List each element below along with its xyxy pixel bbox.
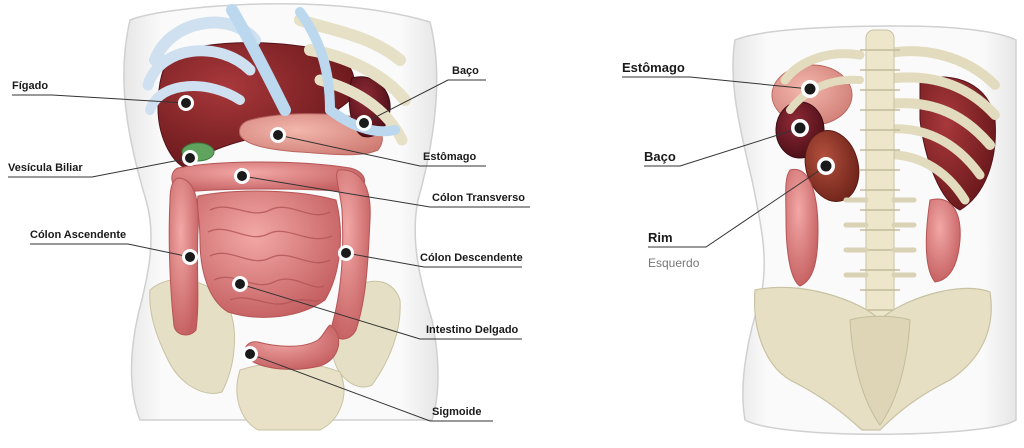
front-transverse-colon <box>172 162 365 192</box>
marker-spleen <box>356 115 372 131</box>
marker-gallbladder <box>182 150 198 166</box>
marker-small-intestine <box>232 276 248 292</box>
label-back-rim-sub: Esquerdo <box>648 256 699 270</box>
label-vesicula-biliar: Vesícula Biliar <box>8 162 83 174</box>
label-figado: Fígado <box>12 80 48 92</box>
marker-back-stomach <box>801 80 819 98</box>
front-sacrum <box>237 363 344 430</box>
label-colon-ascendente: Cólon Ascendente <box>30 229 126 241</box>
label-colon-descendente: Cólon Descendente <box>420 252 523 264</box>
label-intestino-delgado: Intestino Delgado <box>426 324 518 336</box>
marker-liver <box>178 95 194 111</box>
label-colon-transverso: Cólon Transverso <box>432 192 525 204</box>
marker-ascending-colon <box>182 249 198 265</box>
label-back-rim: Rim <box>648 230 673 245</box>
front-view <box>124 4 438 430</box>
marker-descending-colon <box>338 245 354 261</box>
label-estomago: Estômago <box>423 151 476 163</box>
label-back-baco: Baço <box>644 149 676 164</box>
back-view <box>733 26 1016 434</box>
marker-back-kidney <box>817 157 835 175</box>
marker-back-spleen <box>791 119 809 137</box>
label-back-estomago: Estômago <box>622 60 685 75</box>
marker-sigmoid <box>242 346 258 362</box>
marker-transverse-colon <box>234 168 250 184</box>
marker-stomach <box>270 127 286 143</box>
label-baco: Baço <box>452 65 479 77</box>
label-sigmoide: Sigmoide <box>432 406 482 418</box>
